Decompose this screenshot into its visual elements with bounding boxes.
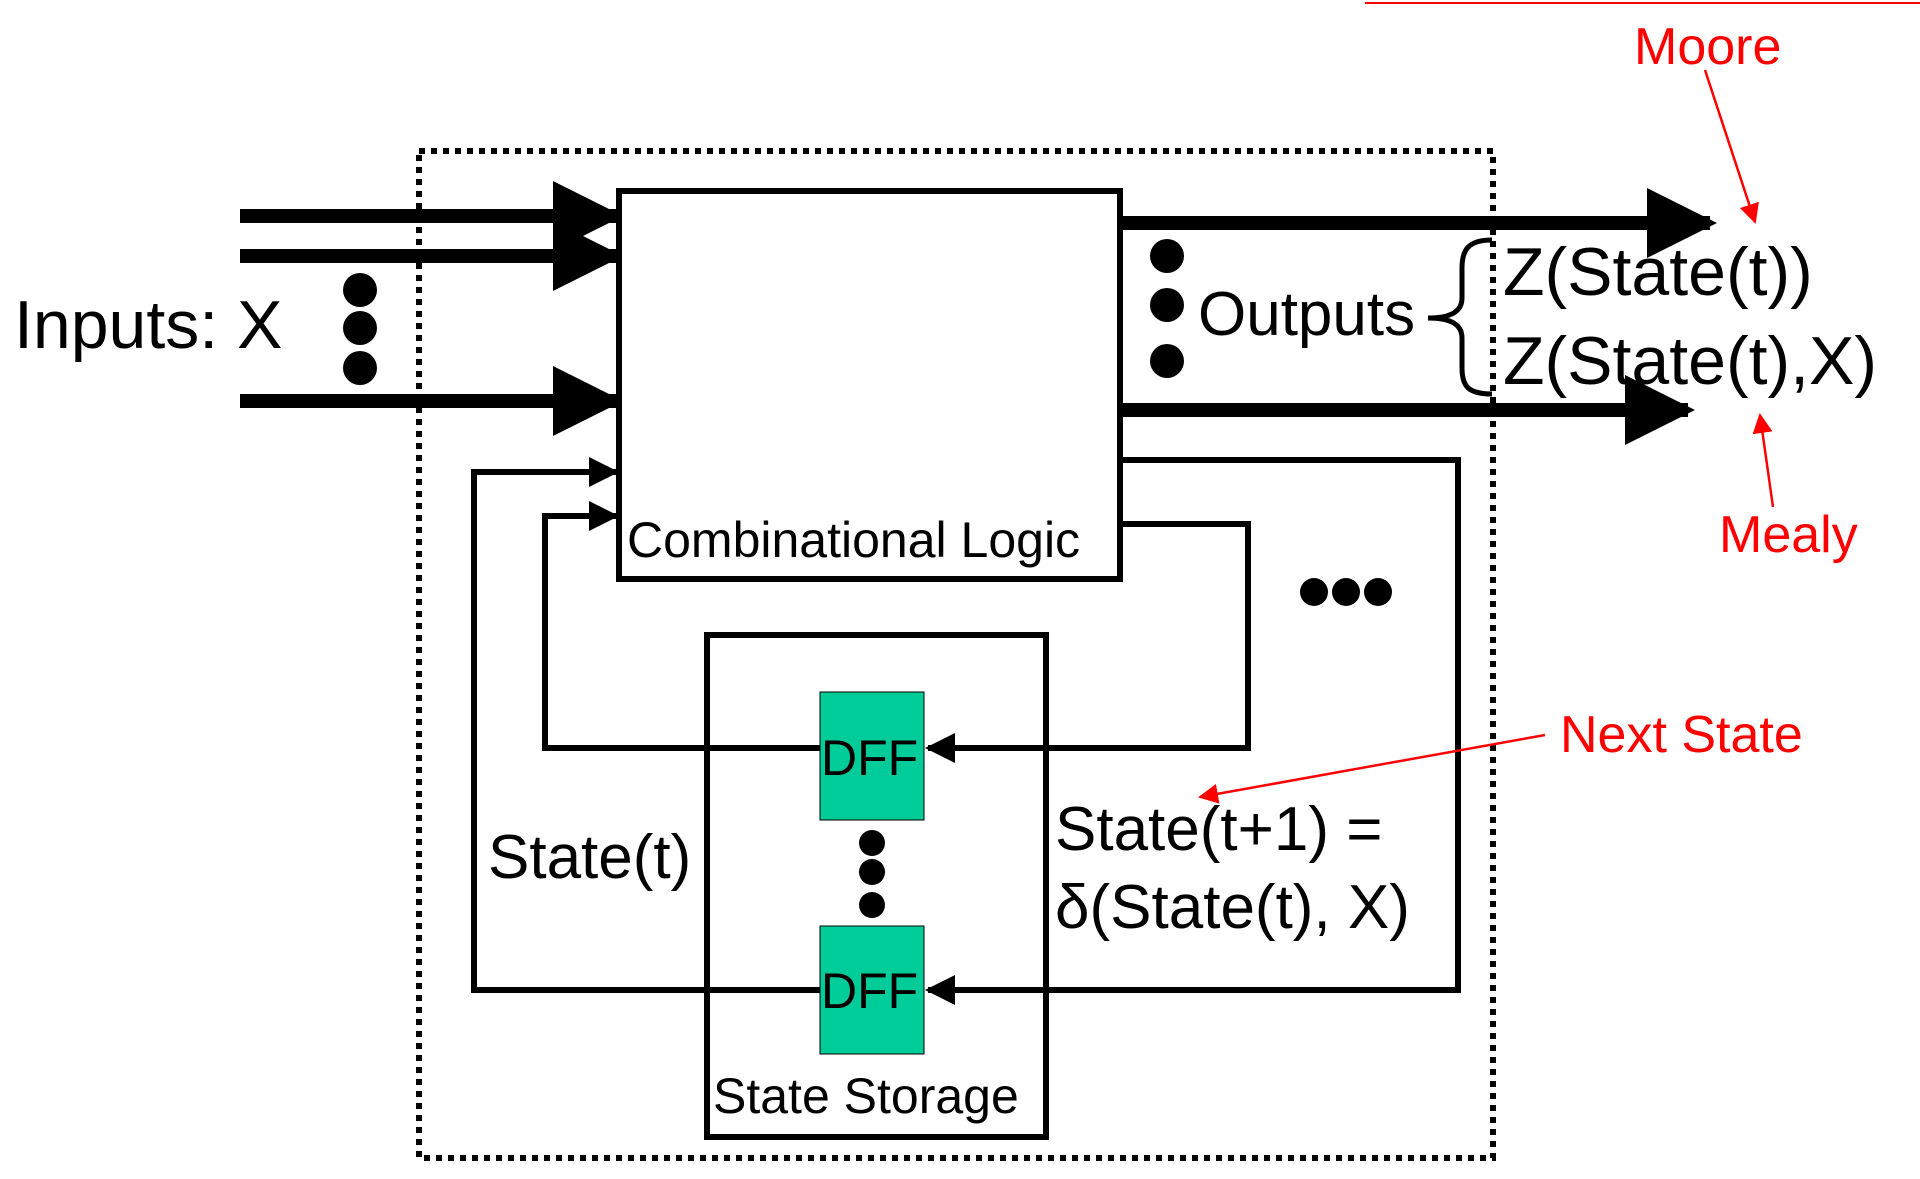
output-dot: [1150, 288, 1184, 322]
output-brace: [1427, 237, 1493, 397]
state-feedback-top: [542, 501, 820, 751]
next-state-dot: [1300, 578, 1328, 606]
combinational-logic-label: Combinational Logic: [627, 512, 1080, 568]
mealy-pointer: [1752, 413, 1775, 508]
mealy-output-label: Z(State(t),X): [1503, 323, 1877, 399]
dff-bottom-label: DFF: [821, 963, 918, 1019]
next-state-dot: [1364, 578, 1392, 606]
dff-top: [819, 691, 925, 821]
next-state-path-bottom: [925, 457, 1461, 1005]
moore-output-label: Z(State(t)): [1503, 234, 1813, 310]
input-dot: [343, 273, 377, 307]
next-state-formula-line2: δ(State(t), X): [1055, 873, 1410, 942]
state-t-label: State(t): [488, 823, 691, 892]
fsm-boundary: [416, 148, 1496, 1161]
next-state-path-top: [925, 521, 1251, 763]
output-dot: [1150, 239, 1184, 273]
mealy-annotation: Mealy: [1719, 506, 1858, 564]
dff-dot: [859, 859, 885, 885]
input-dot: [343, 311, 377, 345]
combinational-logic-box: [616, 188, 1123, 582]
output-dot: [1150, 344, 1184, 378]
state-storage-box: [704, 632, 1049, 1140]
state-storage-label: State Storage: [713, 1068, 1019, 1124]
next-state-pointer: [1198, 733, 1546, 804]
dff-bottom: [819, 925, 925, 1055]
next-state-annotation: Next State: [1560, 706, 1803, 764]
inputs-label: Inputs: X: [14, 287, 282, 363]
moore-annotation: Moore: [1634, 18, 1781, 76]
input-dot: [343, 351, 377, 385]
dff-dot: [859, 830, 885, 856]
dff-top-label: DFF: [821, 730, 918, 786]
outputs-label: Outputs: [1198, 280, 1415, 349]
dff-dot: [859, 892, 885, 918]
next-state-formula-line1: State(t+1) =: [1055, 795, 1382, 864]
state-feedback-bottom: [471, 457, 820, 993]
moore-pointer: [1703, 69, 1759, 224]
next-state-dot: [1332, 578, 1360, 606]
